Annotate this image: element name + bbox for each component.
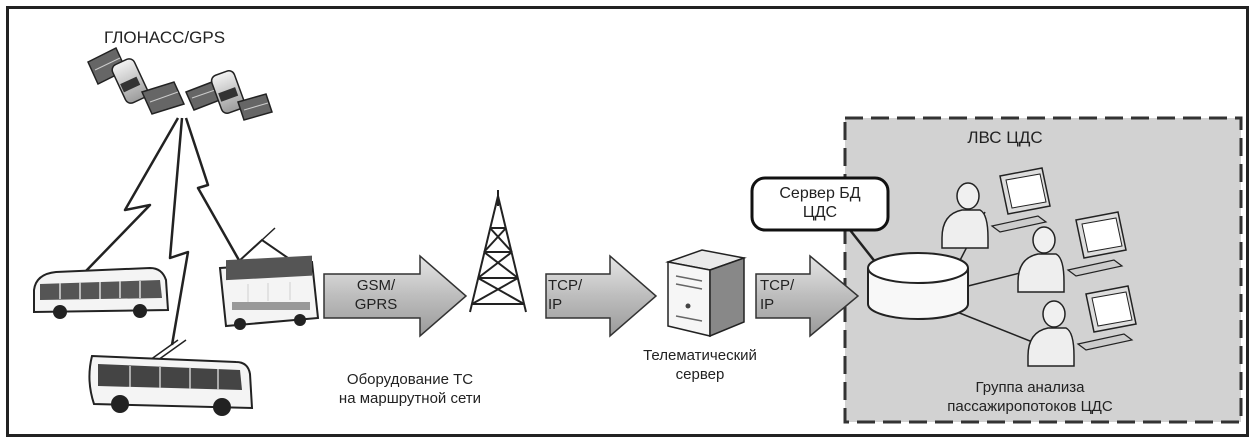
antenna-tower-icon [469,190,527,313]
tcp-ip-label-1-line2: IP [548,296,563,313]
database-icon [867,252,969,320]
db-server-label: Сервер БД ЦДС [752,184,888,222]
trolleybus-icon [88,339,254,416]
telematic-server-label-line1: Телематический [643,347,757,364]
user-workstation-icon [941,167,1051,249]
gsm-label: GSM/ GPRS [346,276,406,314]
user-workstation-icon [1017,211,1127,293]
user-workstation-icon [1027,285,1137,367]
db-server-label-line1: Сервер БД [779,185,861,202]
bus-icon [33,266,170,319]
analysis-group-label: Группа анализа пассажиропотоков ЦДС [930,378,1130,416]
arrow-tcp-1 [545,254,658,338]
lan-title: ЛВС ЦДС [967,128,1043,147]
tcp-ip-label-1-line1: TCP/ [548,277,583,294]
db-server-label-line2: ЦДС [802,204,838,221]
signal-line-bus [84,117,180,273]
signal-lines [84,117,242,346]
satellite-icon [87,46,186,115]
gsm-label-line1: GSM/ [356,277,396,294]
glonass-label: ГЛОНАСС/GPS [104,28,226,47]
analysis-group-label-line1: Группа анализа [975,379,1085,396]
tram-icon [218,227,320,330]
tcp-ip-label-2-line1: TCP/ [760,277,795,294]
arrow-tcp-2 [755,254,860,338]
equipment-label-line2: на маршрутной сети [338,390,482,407]
tcp-ip-label-1: TCP/ IP [548,276,582,314]
gsm-label-line2: GPRS [354,296,398,313]
telematic-server-label-line2: сервер [675,366,725,383]
analysis-group-label-line2: пассажиропотоков ЦДС [947,398,1113,415]
tcp-ip-label-2: TCP/ IP [760,276,794,314]
db-server-box [750,176,890,232]
satellite-icon [184,70,273,121]
diagram-frame [6,6,1249,437]
signal-line-trolleybus [168,117,190,346]
equipment-label-line1: Оборудование ТС [346,371,474,388]
tcp-ip-label-2-line2: IP [760,296,775,313]
equipment-label: Оборудование ТС на маршрутной сети [320,370,500,408]
arrow-gsm [323,254,468,338]
telematic-server-label: Телематический сервер [620,346,780,384]
signal-line-tram [184,117,242,263]
server-icon [665,249,747,338]
